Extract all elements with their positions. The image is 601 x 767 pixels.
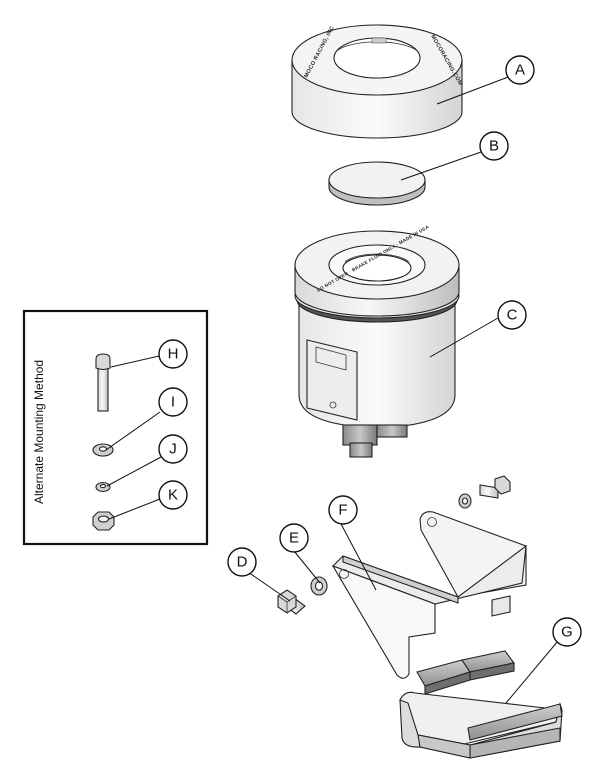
part-f-bracket bbox=[331, 511, 527, 679]
callout-a: A bbox=[505, 55, 535, 85]
part-b-disc bbox=[328, 161, 426, 206]
part-e-washer bbox=[310, 576, 328, 596]
part-i-washer bbox=[92, 443, 114, 457]
part-a-cap-ring: MOCO RACING, INC MOCORACING.COM bbox=[291, 24, 463, 139]
callout-c: C bbox=[497, 300, 527, 330]
callout-b: B bbox=[479, 131, 509, 161]
callout-f-label: F bbox=[338, 502, 347, 519]
callout-i: I bbox=[158, 387, 188, 417]
callout-i-label: I bbox=[171, 394, 175, 411]
callout-d-label: D bbox=[237, 554, 248, 571]
callout-e: E bbox=[279, 523, 309, 553]
callout-j-label: J bbox=[169, 441, 177, 458]
part-h-bolt bbox=[95, 353, 111, 412]
part-g-clamp bbox=[399, 650, 563, 759]
callout-e-label: E bbox=[289, 530, 299, 547]
callout-d: D bbox=[227, 547, 257, 577]
callout-h: H bbox=[158, 339, 188, 369]
callout-k: K bbox=[158, 480, 188, 510]
leader-lines bbox=[105, 73, 559, 704]
callout-h-label: H bbox=[168, 346, 179, 363]
part-c-reservoir: DO NOT OPEN · BRAKE FLUID ONLY · MADE IN… bbox=[294, 224, 460, 458]
panel-title: Alternate Mounting Method bbox=[32, 360, 46, 504]
part-j-lock-washer bbox=[95, 481, 111, 493]
callout-b-label: B bbox=[489, 138, 499, 155]
part-k-nut bbox=[92, 511, 115, 531]
callout-a-label: A bbox=[515, 62, 525, 79]
callout-j: J bbox=[158, 434, 188, 464]
callout-g: G bbox=[552, 617, 582, 647]
callout-k-label: K bbox=[168, 487, 178, 504]
part-d-bolt bbox=[277, 589, 306, 615]
callout-g-label: G bbox=[561, 624, 573, 641]
callout-c-label: C bbox=[507, 307, 518, 324]
callout-f: F bbox=[328, 495, 358, 525]
part-bracket-hardware bbox=[458, 475, 511, 509]
